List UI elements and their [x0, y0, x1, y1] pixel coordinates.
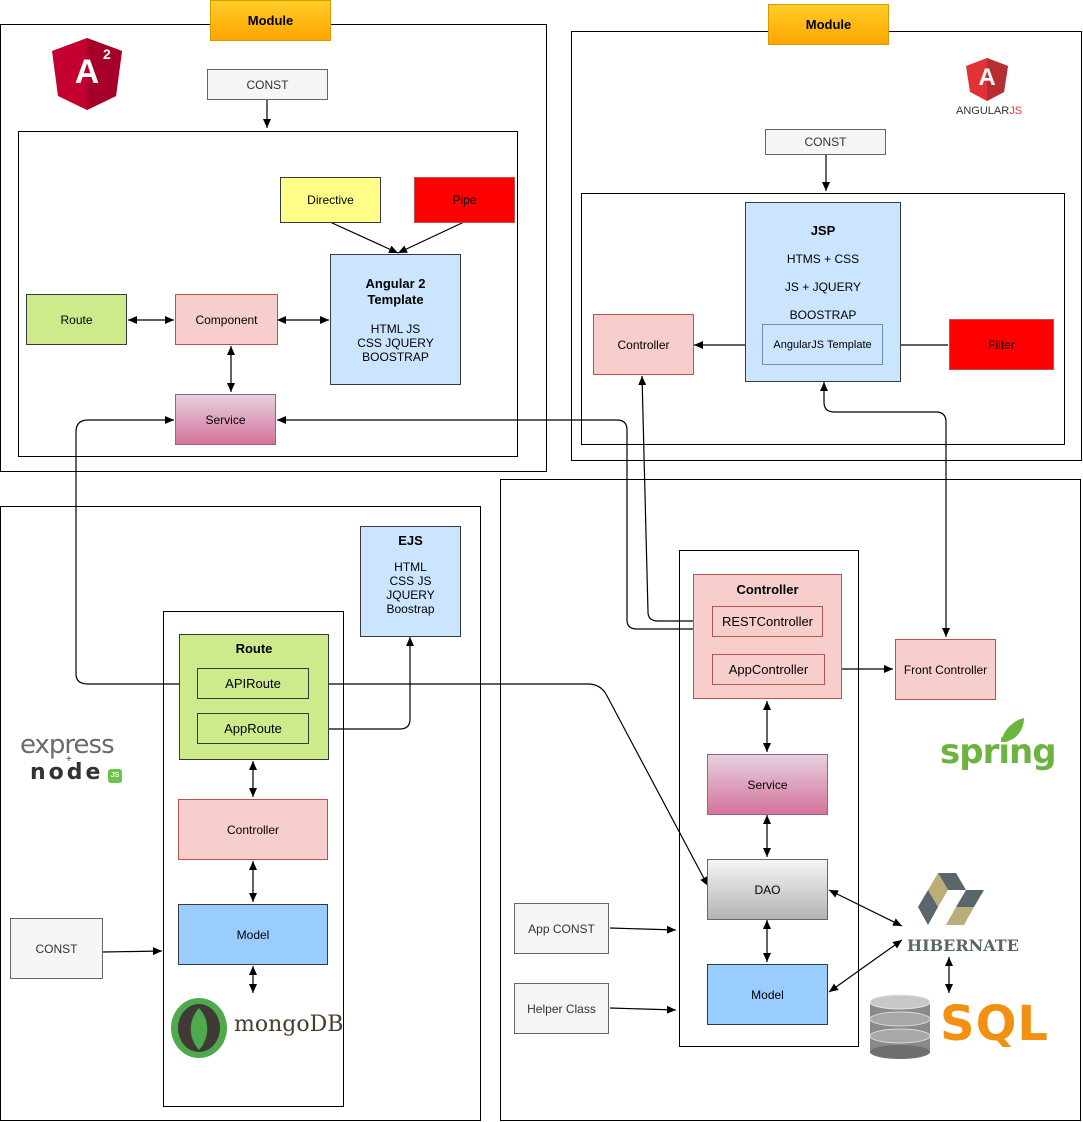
express-controller: Controller	[178, 799, 328, 860]
express-inner-frame	[163, 611, 344, 1107]
spring-model: Model	[707, 964, 828, 1025]
angularjs-logo-label: ANGULARJS	[956, 105, 1022, 117]
node-logo-text: node	[30, 760, 104, 785]
spring-service: Service	[707, 754, 828, 815]
angularjs-logo-label-b: JS	[1009, 105, 1023, 117]
app-controller-node: AppController	[712, 654, 825, 685]
express-logo-text: express	[20, 730, 115, 760]
component-node: Component	[175, 294, 278, 345]
spring-module-frame	[500, 479, 1081, 1121]
module-tab-left: Module	[210, 0, 331, 41]
dao-node: DAO	[707, 859, 828, 920]
arrow-apiroute-dao	[309, 683, 709, 887]
express-logo-plus: +	[66, 754, 72, 765]
arrow-dao-hibernate	[828, 889, 903, 927]
angular2-template-line: HTML JS	[370, 321, 421, 336]
spring-inner-frame	[679, 550, 859, 1047]
express-module-frame	[0, 506, 481, 1121]
angularjs-template-node: AngularJS Template	[762, 324, 883, 365]
arrow-helper-to-frame	[609, 1005, 677, 1014]
angularjs-logo	[966, 58, 1008, 101]
arrow-service-restcontroller	[277, 416, 710, 633]
ejs-node: EJS HTML CSS JS JQUERY Boostrap	[360, 526, 461, 637]
arrow-model-hibernate	[828, 939, 903, 993]
jsp-line: HTMS + CSS	[786, 252, 860, 266]
angular2-logo-sup: 2	[103, 46, 111, 62]
sql-logo-text: SQL	[940, 996, 1049, 1052]
angular2-logo-letter: A	[74, 53, 100, 91]
angularjs-inner-frame	[581, 193, 1065, 445]
angular2-service: Service	[175, 394, 276, 445]
angular2-const: CONST	[207, 69, 328, 100]
angularjs-logo-letter: A	[978, 64, 996, 91]
spring-controller-title: Controller	[736, 582, 799, 597]
ejs-title: EJS	[398, 533, 423, 548]
ejs-line: JQUERY	[386, 588, 435, 602]
api-route-node: APIRoute	[197, 668, 309, 699]
angular2-logo	[52, 38, 122, 110]
arrow-template-frontcontroller	[820, 382, 950, 637]
hibernate-logo-text: HIBERNATE	[907, 936, 1019, 955]
express-route-title: Route	[235, 641, 273, 656]
jsp-line: JS + JQUERY	[784, 280, 862, 294]
angular2-template-title: Angular 2 Template	[365, 275, 426, 307]
angular2-inner-frame	[18, 131, 518, 457]
arrow-approute-ejs	[311, 637, 414, 733]
jsp-line: BOOSTRAP	[789, 308, 857, 322]
arrow-const-to-frame	[102, 947, 163, 956]
module-tab-right: Module	[768, 4, 889, 45]
angularjs-const: CONST	[765, 129, 886, 155]
helper-class-node: Helper Class	[514, 983, 609, 1034]
angular2-template-line: BOOSTRAP	[362, 349, 429, 364]
pipe-node: Pipe	[414, 177, 515, 223]
mongodb-icon	[171, 998, 227, 1058]
app-const-node: App CONST	[514, 903, 609, 954]
rest-controller-node: RESTController	[712, 606, 823, 637]
express-model: Model	[178, 904, 328, 965]
arrow-service-apiroute	[75, 416, 196, 688]
angular2-template-line: CSS JQUERY	[357, 335, 434, 350]
directive-node: Directive	[280, 177, 381, 223]
jsp-content: JSP HTMS + CSS JS + JQUERY BOOSTRAP	[746, 203, 900, 322]
angularjs-controller: Controller	[593, 314, 694, 375]
spring-logo-text: spring	[940, 732, 1057, 772]
arrow-appconst-to-frame	[609, 925, 677, 934]
arrow-ngjs-controller-restcontroller	[638, 375, 710, 625]
app-route-node: AppRoute	[197, 713, 309, 744]
database-icon	[869, 994, 931, 1059]
node-logo-js: JS	[108, 769, 122, 783]
mongodb-label: mongoDB	[234, 1012, 344, 1037]
front-controller-node: Front Controller	[895, 639, 996, 700]
angular2-template-node: Angular 2 Template HTML JS CSS JQUERY BO…	[330, 254, 461, 385]
angularjs-logo-label-a: ANGULAR	[956, 105, 1010, 117]
express-const: CONST	[10, 918, 103, 979]
arrow-directive-to-template	[329, 221, 399, 254]
ejs-line: HTML	[394, 560, 427, 574]
spring-leaf-icon	[1001, 718, 1024, 742]
jsp-title: JSP	[810, 223, 836, 238]
ejs-line: CSS JS	[389, 574, 432, 588]
filter-node: Filter	[949, 319, 1054, 370]
angular2-route: Route	[26, 294, 127, 345]
ejs-line: Boostrap	[386, 602, 435, 616]
arrow-pipe-to-template	[397, 221, 465, 254]
hibernate-icon	[918, 873, 984, 925]
